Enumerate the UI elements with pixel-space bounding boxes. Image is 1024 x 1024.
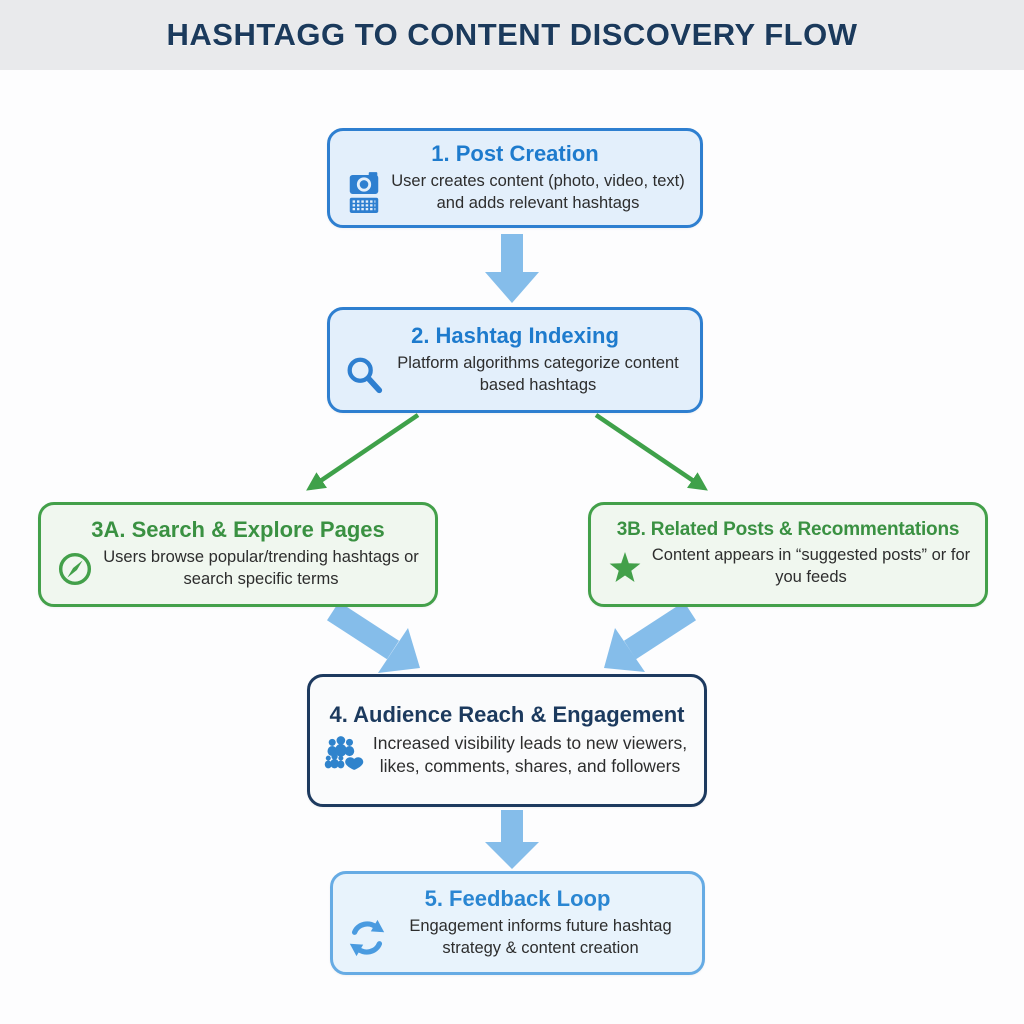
box-title: 5. Feedback Loop	[424, 885, 611, 911]
box-description: Content appears in “suggested posts” or …	[651, 546, 971, 586]
box-description: Users browse popular/trending hashtags o…	[103, 548, 419, 588]
arrow-indexing-to-related	[594, 413, 708, 491]
audience-heart-icon	[322, 731, 366, 779]
flow-box-hashtag-indexing: 2. Hashtag Indexing Platform algorithms …	[327, 307, 703, 413]
flow-box-related-posts: 3B. Related Posts & Recommentations Cont…	[588, 502, 988, 607]
arrow-indexing-to-search	[306, 413, 420, 491]
refresh-icon	[345, 917, 389, 959]
arrow-post-to-indexing	[485, 234, 539, 303]
compass-icon	[53, 548, 97, 590]
box-description: Engagement informs future hashtag strate…	[409, 916, 672, 957]
box-title: 2. Hashtag Indexing	[411, 322, 619, 348]
arrow-related-to-audience	[604, 601, 696, 672]
box-title: 3B. Related Posts & Recommentations	[616, 519, 960, 541]
star-icon	[603, 545, 647, 589]
arrow-audience-to-feedback	[485, 810, 539, 869]
camera-keyboard-icon	[342, 170, 386, 216]
search-icon	[342, 354, 386, 396]
flow-box-audience-reach: 4. Audience Reach & Engagement	[307, 674, 707, 807]
flow-box-search-explore: 3A. Search & Explore Pages Users browse …	[38, 502, 438, 607]
flow-box-post-creation: 1. Post Creation User creates content (	[327, 128, 703, 228]
box-title: 4. Audience Reach & Engagement	[329, 701, 685, 727]
title-bar: HASHTAGG TO CONTENT DISCOVERY FLOW	[0, 0, 1024, 70]
arrow-search-to-audience	[327, 601, 420, 673]
page-title: HASHTAGG TO CONTENT DISCOVERY FLOW	[166, 17, 858, 52]
box-title: 1. Post Creation	[431, 140, 599, 166]
box-description: Increased visibility leads to new viewer…	[372, 732, 688, 776]
box-description: Platform algorithms categorize content b…	[397, 353, 679, 394]
box-title: 3A. Search & Explore Pages	[91, 517, 385, 543]
flow-box-feedback-loop: 5. Feedback Loop Engagement informs futu…	[330, 871, 705, 975]
box-description: User creates content (photo, video, text…	[391, 171, 685, 212]
